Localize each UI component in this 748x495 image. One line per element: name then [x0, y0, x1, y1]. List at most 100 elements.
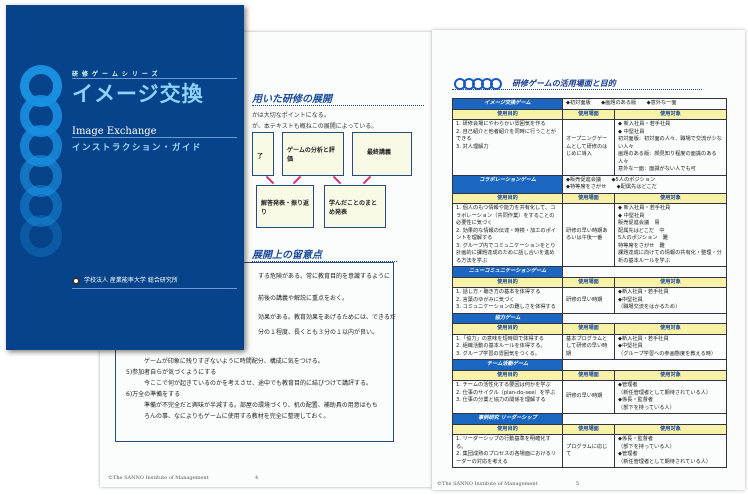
purpose-item: 2. 言葉のゆがみに気づく	[456, 296, 515, 303]
purpose-item: 2. 自己紹介と他者紹介を同時に行うことができる	[456, 128, 556, 143]
page-number: 5	[576, 481, 580, 487]
footer-copyright: ©The SANNO Institute of Management	[437, 481, 538, 487]
column-header-purpose: 使用目的	[452, 192, 563, 204]
column-header-purpose: 使用目的	[452, 323, 563, 335]
target-item: （職場交流をはかるため）	[618, 304, 681, 310]
cover-subtitle: インストラクション・ガイド	[72, 143, 202, 153]
note-heading: 5)参加者自らが気づくようにする	[126, 369, 217, 376]
target-item: 5人のポジション 難	[618, 235, 668, 241]
purpose-cell: 1. リーダーシップの行動基準を明確化する。2. 集団成熟のプロセスの各場面にお…	[452, 434, 563, 468]
purpose-item: 2. 効果的な情報の伝達・時検・加工のポイントを理解する	[456, 227, 556, 242]
scene-cell: 研修の早い時期	[562, 287, 615, 314]
target-item: ◆ 中堅社員	[618, 212, 645, 219]
cover-title: イメージ交換	[72, 82, 204, 106]
intro-line-2: が、本テキストも概ねこの展開によっている。	[252, 123, 378, 130]
target-item: ◆係長・監督者	[618, 436, 654, 442]
target-item: 配属先はどこだ 中	[618, 227, 665, 234]
purpose-item: 1. チームの活性化する要因は何かを学ぶ	[456, 382, 551, 388]
target-item: 販売促進会議 易	[618, 220, 660, 226]
target-item: ◆新入社員・若手社員	[618, 335, 669, 342]
purpose-item: 1. 話し方・聴き方の基本を体得する	[456, 289, 541, 295]
purpose-item: 3. グループ学習の雰囲気をつくる。	[456, 350, 540, 357]
purpose-item: 1. 個人のもつ情報や能力を共有化して、コラボレーション（共同作業）をすることの…	[456, 205, 556, 226]
scene-cell: 研修の早い時期あるいは午後一番	[562, 203, 615, 267]
target-item: 初対面版：初対面の人々、職場で交流が少ない人々	[618, 136, 722, 150]
game-name: ニューコミュニケーションゲーム	[452, 266, 563, 278]
game-header-row: 事例研究 リーダーシップ	[452, 413, 727, 425]
game-header-row: ニューコミュニケーションゲーム	[452, 266, 727, 278]
column-header-target: 使用対象	[614, 108, 727, 120]
target-item: ◆ 新入社員・若手社員	[618, 121, 671, 127]
game-options	[562, 413, 727, 425]
target-item: （部下を持っている人）	[618, 443, 675, 450]
game-header-row: イメージ交換ゲーム◆初対面版 ◆画題のある版 ◆意外な一面	[452, 98, 727, 110]
scene-cell: プログラムに応じて	[562, 434, 615, 468]
note-line: 準備が不完全だと興味が半減する。部屋の環境づくり、机の配置、補助具の用意はもちろ…	[144, 402, 378, 420]
column-header-row: 使用目的使用場面使用対象	[452, 276, 727, 288]
column-header-target: 使用対象	[614, 323, 727, 335]
footer-copyright: ©The SANNO Institute of Management	[108, 475, 209, 481]
column-header-purpose: 使用目的	[452, 276, 563, 288]
target-item: ◆管理者	[618, 451, 638, 457]
note-line: ゲームが印象に残りすぎないように時間配分、構成に気をつける。	[144, 358, 324, 365]
note-line: 前後の講義や解説に重点をおく。	[258, 295, 349, 302]
target-item: 意外な一面：面識がない人でも可	[618, 166, 696, 172]
column-header-purpose: 使用目的	[452, 423, 563, 435]
target-item: ◆ 中堅社員	[618, 128, 645, 135]
target-item: ◆中堅社員	[618, 343, 643, 349]
target-item: ◆中堅社員	[618, 296, 643, 303]
column-header-row: 使用目的使用場面使用対象	[452, 323, 727, 335]
game-options	[562, 312, 727, 324]
flow-box: ゲームの分析と評価	[282, 132, 344, 176]
column-header-scene: 使用場面	[562, 323, 615, 335]
purpose-item: 2. 集団成熟のプロセスの各場面におけるリーダーの対応を考える	[456, 451, 556, 465]
purpose-item: 3. 対人理解力	[456, 143, 489, 150]
cover-series: 研修ゲームシリーズ	[72, 69, 237, 79]
column-header-row: 使用目的使用場面使用対象	[452, 369, 727, 381]
column-header-row: 使用目的使用場面使用対象	[452, 108, 727, 120]
purpose-item: 1.「協力」の意味を短時間で体得する	[456, 335, 544, 342]
target-item: ◆ 新入社員・若手社員	[618, 205, 671, 211]
game-options	[562, 359, 727, 371]
scene-cell: 基本プログラムとして研修の早い時期	[562, 333, 615, 360]
game-content-row: 1. リーダーシップの行動基準を明確化する。2. 集団成熟のプロセスの各場面にお…	[452, 434, 727, 468]
arrow-icon	[362, 175, 372, 185]
column-header-scene: 使用場面	[562, 108, 615, 120]
flow-box: 最終講義	[352, 132, 412, 176]
target-item: ◆管理者	[618, 382, 638, 388]
section1-title: 用いた研修の展開	[252, 90, 424, 106]
column-header-purpose: 使用目的	[452, 369, 563, 381]
purpose-item: 1. 研修会場にやわらかい雰囲気を作る	[456, 121, 546, 127]
purpose-item: 2. 組織活動の基本ルールを体得する。	[456, 343, 546, 349]
purpose-item: 2. 仕事のサイクル（plan-do-see）を学ぶ	[456, 389, 556, 396]
game-name: イメージ交換ゲーム	[452, 98, 563, 110]
target-item: （新任管理者として期待されている人）	[618, 458, 712, 465]
target-item: 課題達成に向けての情報の共有化・整理・分析の基本ルールを学ぶ	[618, 250, 722, 264]
purpose-cell: 1. 個人のもつ情報や能力を共有化して、コラボレーション（共同作業）をすることの…	[452, 203, 563, 267]
column-header-row: 使用目的使用場面使用対象	[452, 192, 727, 204]
purpose-item: 3. グループ内でコミュニケーションをとり計画的に課題達成のために話し合いを進め…	[456, 242, 556, 264]
target-cell: ◆ 新入社員・若手社員◆ 中堅社員初対面版：初対面の人々、職場で交流が少ない人々…	[614, 119, 727, 176]
purpose-item: 1. リーダーシップの行動基準を明確化する。	[456, 436, 551, 450]
scene-cell: オープニングゲームとして研修のはじめに導入	[562, 119, 615, 176]
section2-title: 展開上の留意点	[252, 246, 397, 262]
notes-box: する危険がある。常に教育目的を意識するように 前後の講義や解説に重点をおく。 効…	[115, 262, 396, 442]
column-header-row: 使用目的使用場面使用対象	[452, 423, 727, 435]
column-header-scene: 使用場面	[562, 192, 615, 204]
purpose-item: 3. コミュニケーションの難しさを体得する	[456, 304, 556, 310]
game-name: コラボレーションゲーム	[452, 174, 563, 194]
target-item: ◆新入社員・若手社員	[618, 289, 669, 295]
cover-english-title: Image Exchange	[72, 126, 237, 138]
cover-publisher: 学校法人 産業能率大学 総合研究所	[72, 275, 237, 289]
target-cell: ◆新入社員・若手社員◆中堅社員（職場交流をはかるため）	[614, 287, 727, 314]
column-header-scene: 使用場面	[562, 423, 615, 435]
note-line: する危険がある。常に教育目的を意識するように	[258, 273, 391, 280]
flow-box: 了	[252, 132, 274, 176]
